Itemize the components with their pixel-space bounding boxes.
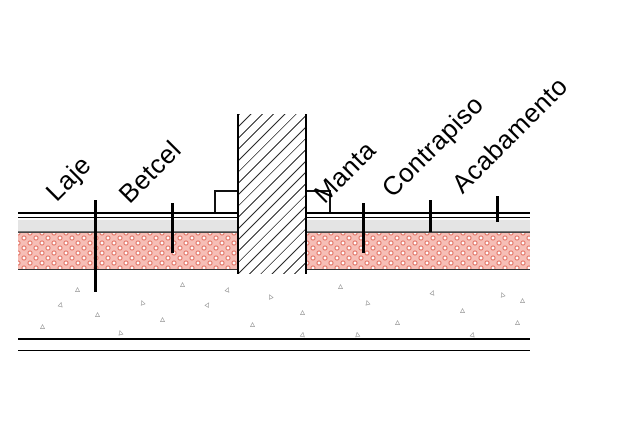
label-manta: Manta xyxy=(307,134,382,209)
aggregate-mark: ▵ xyxy=(40,321,46,332)
aggregate-mark: ▵ xyxy=(520,295,526,306)
aggregate-mark: ▵ xyxy=(363,296,372,309)
skirting-step-right xyxy=(307,190,331,212)
aggregate-mark: ▵ xyxy=(116,326,125,339)
aggregate-mark: ▵ xyxy=(95,309,101,320)
laje-leader-line xyxy=(94,200,97,292)
aggregate-mark: ▵ xyxy=(515,317,521,328)
aggregate-mark: ▵ xyxy=(498,288,507,301)
aggregate-mark: ▵ xyxy=(138,296,147,309)
aggregate-mark: ▵ xyxy=(353,328,361,341)
aggregate-mark: ▵ xyxy=(75,284,81,295)
contrapiso-leader-line xyxy=(429,200,432,232)
aggregate-mark: ▵ xyxy=(395,317,401,328)
contrapiso-band-left xyxy=(18,220,237,232)
manta-leader-line xyxy=(362,203,365,253)
wall-hatch xyxy=(237,114,307,274)
aggregate-mark: ▵ xyxy=(56,298,65,311)
aggregate-mark: ▵ xyxy=(428,286,437,299)
betcel-hatch-right xyxy=(307,232,530,270)
acabamento-leader-line xyxy=(496,196,499,222)
betcel-hatch-left xyxy=(18,232,237,270)
aggregate-mark: ▵ xyxy=(160,314,166,325)
aggregate-mark: ▵ xyxy=(202,298,213,311)
betcel-leader-line xyxy=(171,203,174,253)
aggregate-mark: ▵ xyxy=(338,281,344,292)
finish-layer-line2-right xyxy=(307,217,530,218)
finish-layer-line2-left xyxy=(18,217,237,218)
aggregate-mark: ▵ xyxy=(265,290,275,303)
label-laje: Laje xyxy=(39,149,97,207)
aggregate-mark: ▵ xyxy=(460,305,466,316)
ground-line-top xyxy=(18,338,530,340)
aggregate-mark: ▵ xyxy=(250,319,256,330)
finish-layer-line-right xyxy=(307,212,530,214)
aggregate-mark: ▵ xyxy=(223,283,232,296)
aggregate-mark: ▵ xyxy=(180,279,186,290)
aggregate-mark: ▵ xyxy=(300,307,306,318)
skirting-step-left xyxy=(214,190,237,212)
label-betcel: Betcel xyxy=(112,134,187,209)
finish-layer-line-left xyxy=(18,212,237,214)
ground-line-bottom xyxy=(18,350,530,351)
